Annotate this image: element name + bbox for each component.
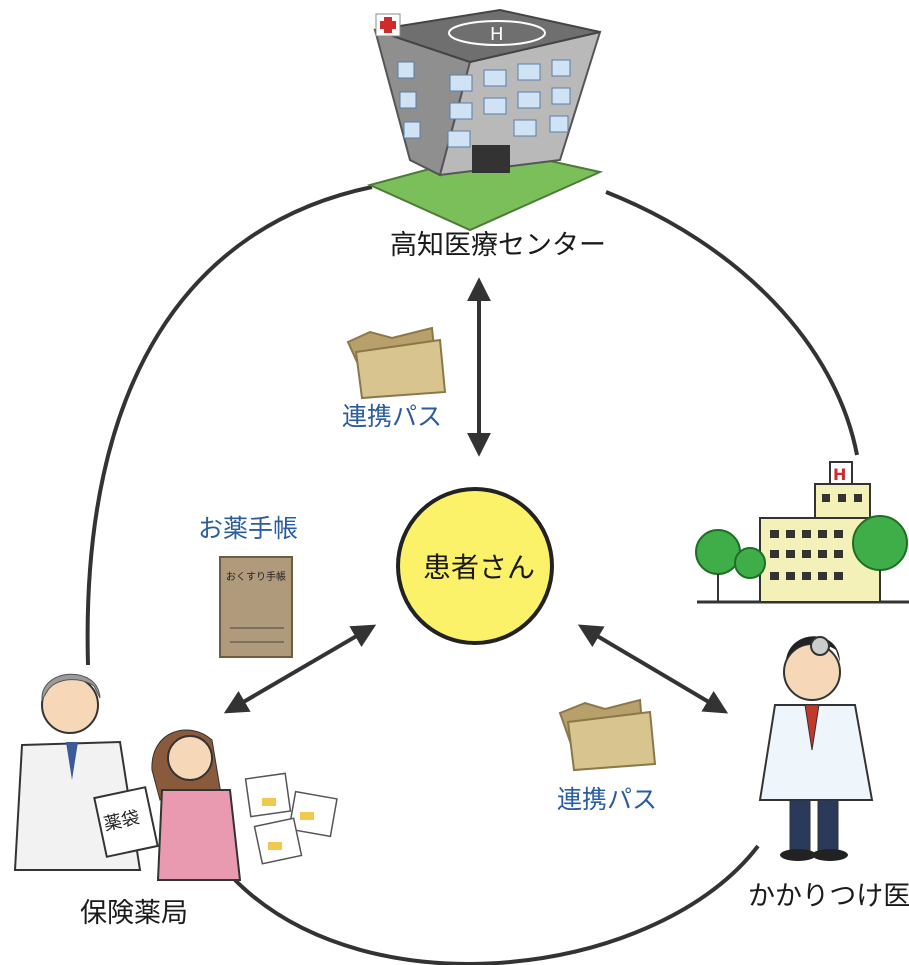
patient-label: 患者さん — [423, 551, 536, 584]
top-path-folder-icon — [346, 326, 447, 400]
ring-right-arc — [605, 190, 859, 456]
clinic-label: かかりつけ医 — [748, 881, 909, 912]
pharmacist-figure-icon: 薬袋 — [13, 673, 159, 871]
arrows — [223, 277, 729, 714]
arrow-pharmacy-patient — [223, 624, 377, 714]
customer-figure-icon — [151, 729, 242, 881]
hospital-building-icon: H — [367, 8, 604, 232]
notebook-label: お薬手帳 — [198, 514, 299, 543]
top-path-label: 連携パス — [342, 402, 443, 431]
svg-text:H: H — [833, 465, 846, 484]
ring-left-arc — [85, 185, 373, 666]
hospital-label: 高知医療センター — [390, 230, 606, 261]
pharmacy-label: 保険薬局 — [80, 898, 188, 929]
medicine-notebook-icon: おくすり手帳 — [219, 556, 293, 658]
medicine-packets-icon — [244, 772, 338, 865]
arrow-patient-clinic — [577, 624, 729, 714]
doctor-figure-icon — [758, 636, 874, 861]
patient-circle — [396, 487, 554, 645]
network-ring — [85, 185, 859, 965]
bottom-path-label: 連携パス — [557, 785, 658, 814]
svg-text:H: H — [490, 24, 504, 45]
ring-bottom-arc — [233, 844, 760, 965]
clinic-building-icon: H — [695, 461, 909, 604]
bottom-path-folder-icon — [558, 698, 657, 772]
notebook-cover-title: おくすり手帳 — [226, 570, 286, 583]
